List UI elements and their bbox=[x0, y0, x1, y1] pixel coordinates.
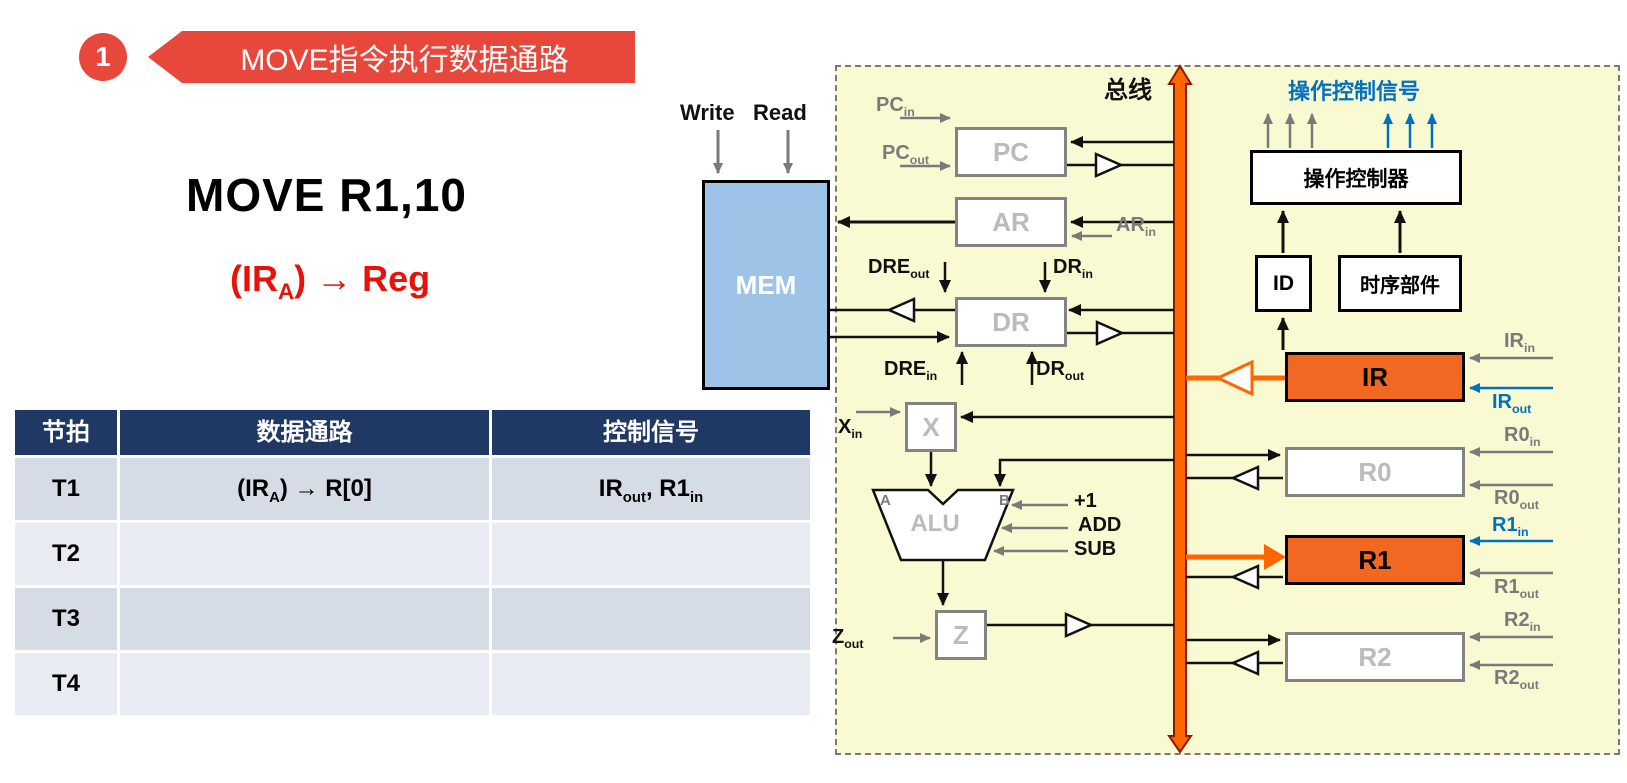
ir-out-label: IRout bbox=[1492, 391, 1532, 416]
table-row: T1 (IRA) → R[0] IRout, R1in bbox=[15, 458, 810, 523]
control-cell bbox=[492, 588, 810, 650]
r2-in-label: R2in bbox=[1504, 609, 1541, 634]
dre-out-label: DREout bbox=[868, 256, 930, 281]
alu-label: ALU bbox=[910, 510, 960, 537]
alu-port-a-label: A bbox=[880, 492, 891, 509]
r0-in-label: R0in bbox=[1504, 424, 1541, 449]
dr-register: DR bbox=[955, 297, 1067, 347]
r0-register: R0 bbox=[1285, 447, 1465, 497]
ar-register: AR bbox=[955, 197, 1067, 247]
table-row: T4 bbox=[15, 653, 810, 718]
write-label: Write bbox=[680, 100, 735, 125]
ir-register: IR bbox=[1285, 352, 1465, 402]
datapath-cell: (IRA) → R[0] bbox=[120, 458, 492, 520]
r1-out-label: R1out bbox=[1494, 576, 1539, 601]
pc-in-label: PCin bbox=[876, 94, 915, 119]
ar-in-label: ARin bbox=[1116, 214, 1156, 239]
control-cell bbox=[492, 653, 810, 715]
control-cell: IRout, R1in bbox=[492, 458, 810, 520]
beat-cell: T1 bbox=[15, 458, 120, 520]
beat-cell: T3 bbox=[15, 588, 120, 650]
control-cell bbox=[492, 523, 810, 585]
datapath-cell bbox=[120, 588, 492, 650]
datapath-cell bbox=[120, 523, 492, 585]
beat-cell: T2 bbox=[15, 523, 120, 585]
operation-controller-box: 操作控制器 bbox=[1250, 150, 1462, 205]
read-label: Read bbox=[753, 100, 807, 125]
step-number-badge: 1 bbox=[79, 33, 127, 81]
table-row: T3 bbox=[15, 588, 810, 653]
banner-title: MOVE指令执行数据通路 bbox=[148, 31, 635, 83]
beat-cell: T4 bbox=[15, 653, 120, 715]
add-label: ADD bbox=[1078, 514, 1122, 536]
r1-in-label: R1in bbox=[1492, 514, 1529, 539]
control-signals-title: 操作控制信号 bbox=[1287, 79, 1420, 104]
timing-unit-box: 时序部件 bbox=[1338, 255, 1462, 312]
r2-out-label: R2out bbox=[1494, 667, 1539, 692]
bus-label: 总线 bbox=[1104, 77, 1152, 104]
table-row: T2 bbox=[15, 523, 810, 588]
r2-register: R2 bbox=[1285, 632, 1465, 682]
x-in-label: Xin bbox=[838, 416, 863, 441]
z-register: Z bbox=[935, 610, 987, 660]
z-out-label: Zout bbox=[832, 626, 864, 651]
datapath-cell bbox=[120, 653, 492, 715]
sub-label: SUB bbox=[1074, 538, 1117, 560]
dr-in-label: DRin bbox=[1053, 256, 1093, 281]
instruction-text: MOVE R1,10 bbox=[186, 169, 467, 221]
r0-out-label: R0out bbox=[1494, 487, 1539, 512]
ir-in-label: IRin bbox=[1504, 330, 1536, 355]
alu-port-b-label: B bbox=[999, 492, 1010, 509]
header-control: 控制信号 bbox=[492, 410, 810, 455]
table-header-row: 节拍 数据通路 控制信号 bbox=[15, 410, 810, 458]
mem-write-read-arrows bbox=[713, 130, 793, 174]
pc-register: PC bbox=[955, 127, 1067, 177]
header-beat: 节拍 bbox=[15, 410, 120, 455]
x-register: X bbox=[905, 402, 957, 452]
operation-text: (IRA) → Reg bbox=[230, 258, 431, 305]
mem-box: MEM bbox=[702, 180, 830, 390]
header-datapath: 数据通路 bbox=[120, 410, 492, 455]
timing-table: 节拍 数据通路 控制信号 T1 (IRA) → R[0] IRout, R1in… bbox=[15, 410, 810, 718]
dre-in-label: DREin bbox=[884, 358, 938, 383]
pc-out-label: PCout bbox=[882, 142, 930, 167]
r1-register: R1 bbox=[1285, 535, 1465, 585]
plus1-label: +1 bbox=[1074, 490, 1097, 512]
dr-out-label: DRout bbox=[1036, 358, 1085, 383]
id-box: ID bbox=[1255, 255, 1312, 312]
